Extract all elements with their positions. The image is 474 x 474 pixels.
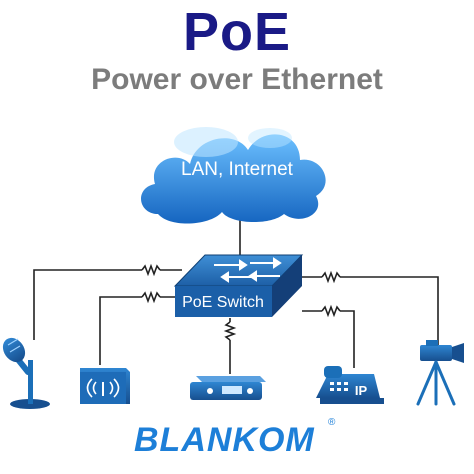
cloud-icon — [141, 127, 326, 224]
phone-resistor — [321, 304, 341, 318]
diagram-subtitle: Power over Ethernet — [91, 63, 383, 96]
cloud-label: LAN, Internet — [181, 159, 294, 180]
registered-mark: ® — [328, 417, 336, 428]
blankom-logo: BLANKOM — [134, 421, 315, 459]
connection-lines — [33, 205, 439, 374]
switch-label: PoE Switch — [182, 294, 264, 311]
camera-icon — [416, 340, 464, 406]
wireless-access-point-icon — [80, 368, 130, 404]
ap-resistor — [141, 290, 161, 304]
set-top-box-icon — [190, 376, 266, 400]
ip-phone-icon — [316, 366, 384, 404]
mic-line — [33, 269, 142, 340]
microphone-icon — [2, 337, 50, 409]
poe-switch-icon — [173, 254, 304, 317]
cam-resistor — [321, 270, 341, 284]
stb-resistor — [223, 321, 237, 341]
mic-resistor — [141, 263, 161, 277]
phone-label: IP — [355, 383, 368, 398]
diagram-title: PoE — [182, 2, 292, 62]
